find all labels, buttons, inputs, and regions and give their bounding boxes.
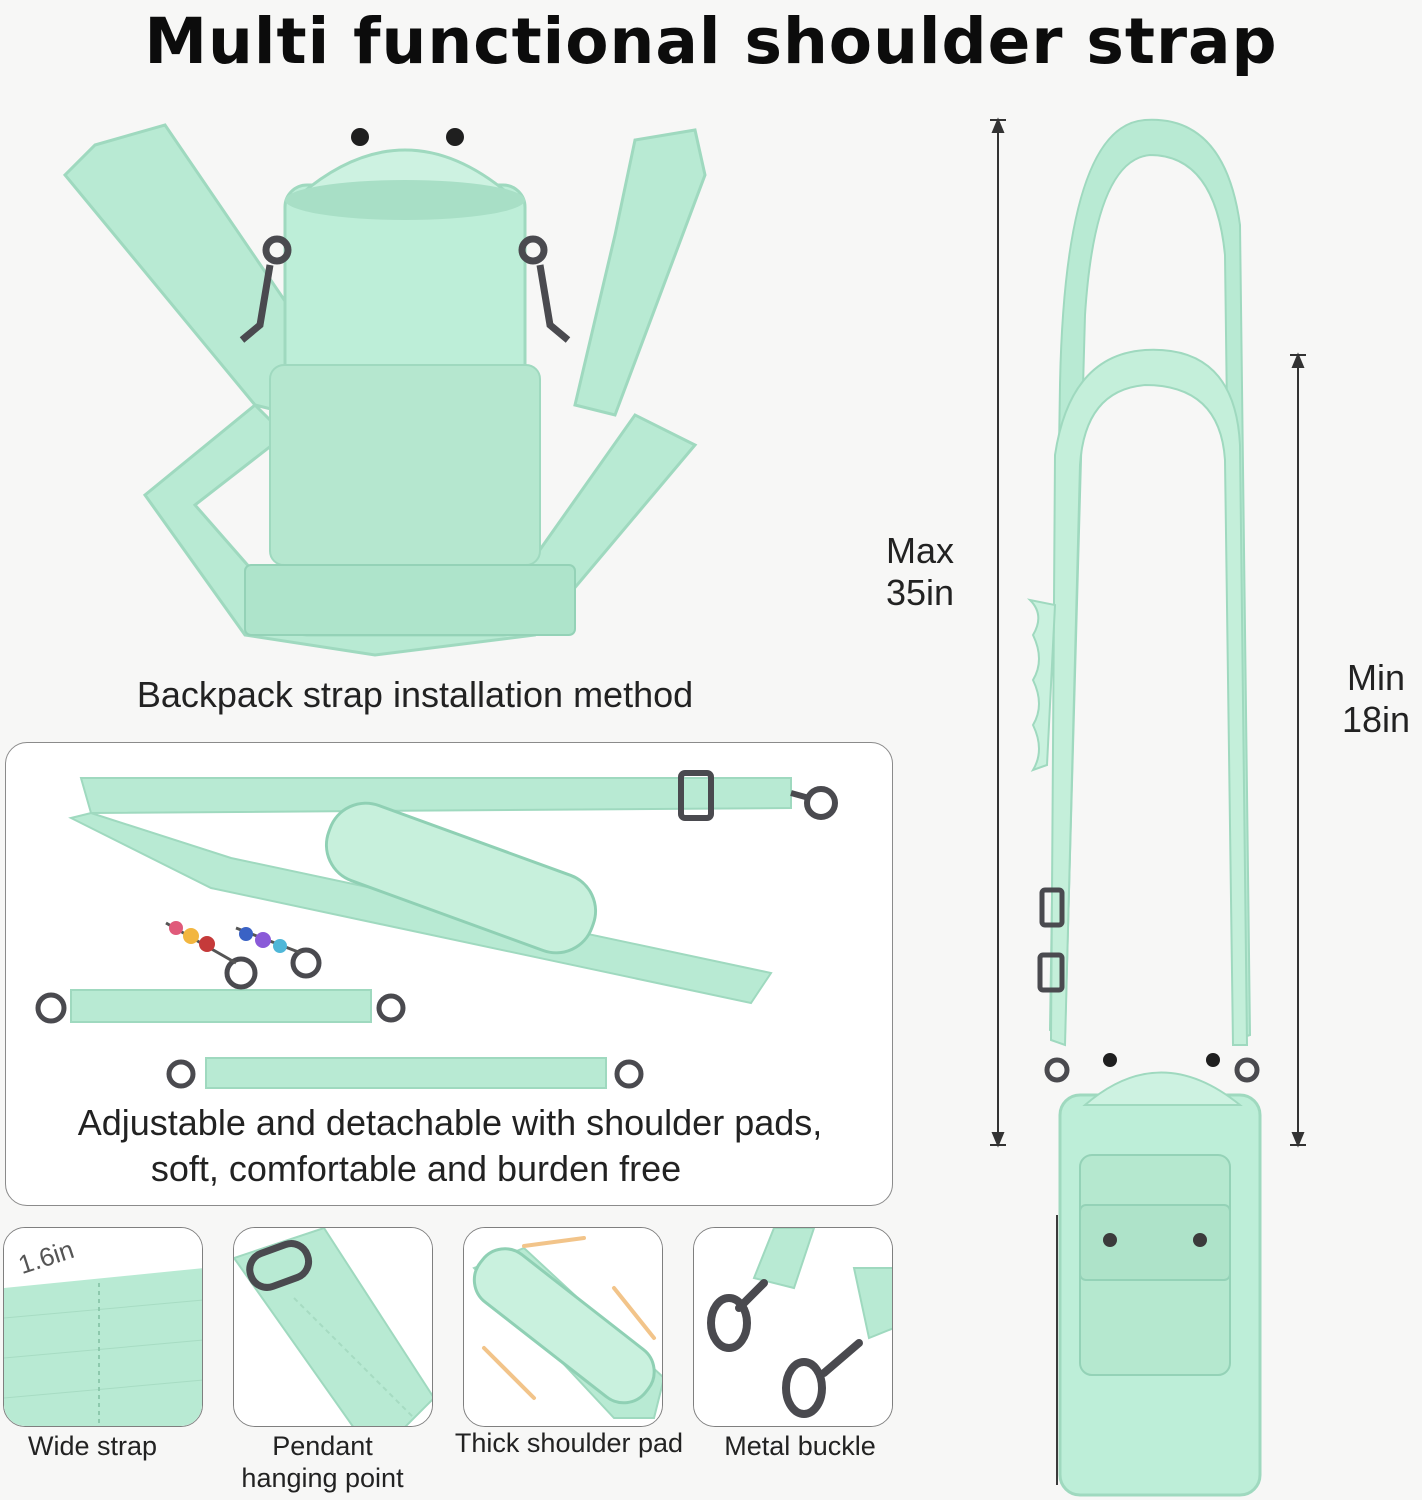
feature-label-metal-buckle: Metal buckle xyxy=(724,1431,876,1461)
detail-caption-line1: Adjustable and detachable with shoulder … xyxy=(77,1102,823,1143)
feature-label-shoulder-pad: Thick shoulder pad xyxy=(454,1428,684,1458)
min-length-label-line2: 18in xyxy=(1341,699,1411,740)
page-title: Multi functional shoulder strap xyxy=(144,5,1278,78)
max-length-label-line2: 35in xyxy=(885,572,955,613)
max-length-label-line1: Max xyxy=(885,530,954,571)
feature-label-wide-strap: Wide strap xyxy=(27,1431,158,1461)
feature-tile-shoulder-pad xyxy=(463,1227,663,1427)
detachable-straps-photo xyxy=(35,770,838,1089)
backpack-caption: Backpack strap installation method xyxy=(136,674,694,715)
backpack-strap-photo xyxy=(55,115,755,675)
feature-label-pendant-line2: hanging point xyxy=(241,1463,404,1493)
min-length-label-line1: Min xyxy=(1346,657,1405,698)
detail-caption-line2: soft, comfortable and burden free xyxy=(150,1148,682,1189)
strap-detail-panel: Adjustable and detachable with shoulder … xyxy=(5,742,893,1206)
feature-tile-wide-strap: 1.6in xyxy=(3,1227,203,1427)
feature-tile-pendant xyxy=(233,1227,433,1427)
pendant-loop-icon xyxy=(234,1228,432,1426)
feature-tile-metal-buckle xyxy=(693,1227,893,1427)
feature-label-pendant-line1: Pendant xyxy=(272,1431,373,1461)
shoulder-pad-icon xyxy=(464,1228,662,1426)
wide-strap-icon xyxy=(4,1228,202,1426)
strap-length-photo xyxy=(985,115,1422,1500)
metal-buckle-icon xyxy=(694,1228,892,1426)
